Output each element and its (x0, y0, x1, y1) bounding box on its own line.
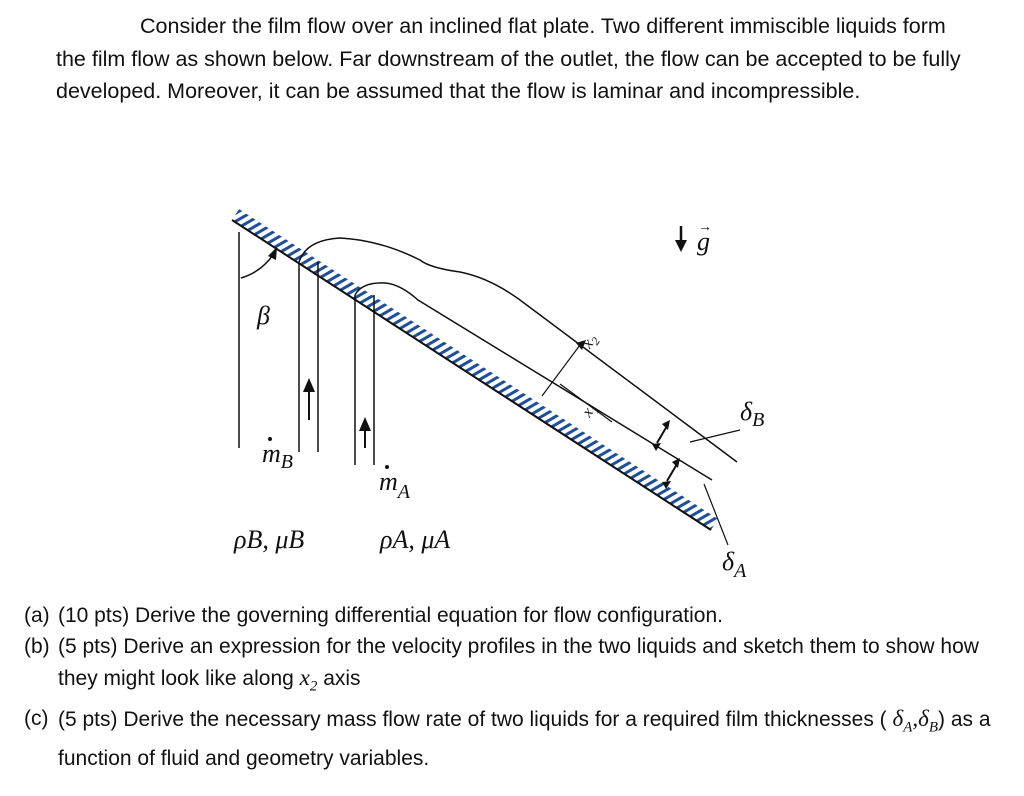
delta-b-leader (689, 429, 741, 443)
delta-a-leader (703, 483, 729, 546)
delta-a-label: δA (722, 547, 747, 582)
intro-text: Consider the film flow over an inclined … (56, 14, 961, 103)
gravity-vector-mark: → (698, 220, 712, 235)
inlet-channel-b (298, 262, 319, 452)
question-text: (5 pts) Derive the necessary mass flow r… (58, 707, 887, 731)
x1-label: x1 (578, 400, 602, 423)
gravity-label: g (697, 227, 710, 256)
mdot-b-dot (268, 437, 272, 441)
mdot-a-label: mA (379, 467, 411, 503)
beta-label: β (256, 301, 270, 330)
x2-axis (541, 344, 581, 397)
props-b-label: ρB, μB (233, 525, 304, 554)
math-x2: x2 (299, 665, 318, 695)
question-list: (a) (10 pts) Derive the governing differ… (24, 600, 1009, 774)
question-tag: (c) (24, 706, 49, 730)
question-a: (a) (10 pts) Derive the governing differ… (24, 600, 1009, 631)
question-tag: (a) (24, 604, 50, 627)
interface-a (354, 282, 713, 481)
free-surface-b (298, 237, 738, 463)
beta-arrow-head (268, 247, 277, 260)
delta-b-label: δB (740, 397, 764, 431)
question-b: (b) (5 pts) Derive an expression for the… (24, 631, 1009, 703)
delta-a-marker (666, 463, 678, 482)
inclined-plate (231, 209, 718, 531)
question-tail: axis (317, 667, 361, 690)
mdot-a-dot (385, 465, 389, 469)
problem-intro: Consider the film flow over an inclined … (56, 10, 981, 108)
question-text: (10 pts) Derive the governing differenti… (58, 604, 723, 627)
mdot-b-label: mB (262, 439, 293, 473)
props-a-label: ρA, μA (379, 525, 450, 554)
question-tag: (b) (24, 635, 50, 658)
delta-b-marker (656, 425, 668, 444)
question-text: (5 pts) Derive an expression for the vel… (58, 635, 979, 690)
x2-label: x2 (578, 331, 602, 354)
question-tail: ) as a function of fluid and geometry va… (58, 707, 991, 771)
x1-axis (559, 383, 613, 423)
inlet-channel-a (354, 295, 375, 465)
question-c: (c) (5 pts) Derive the necessary mass fl… (24, 703, 1009, 775)
math-deltas: δA,δB (892, 705, 939, 736)
